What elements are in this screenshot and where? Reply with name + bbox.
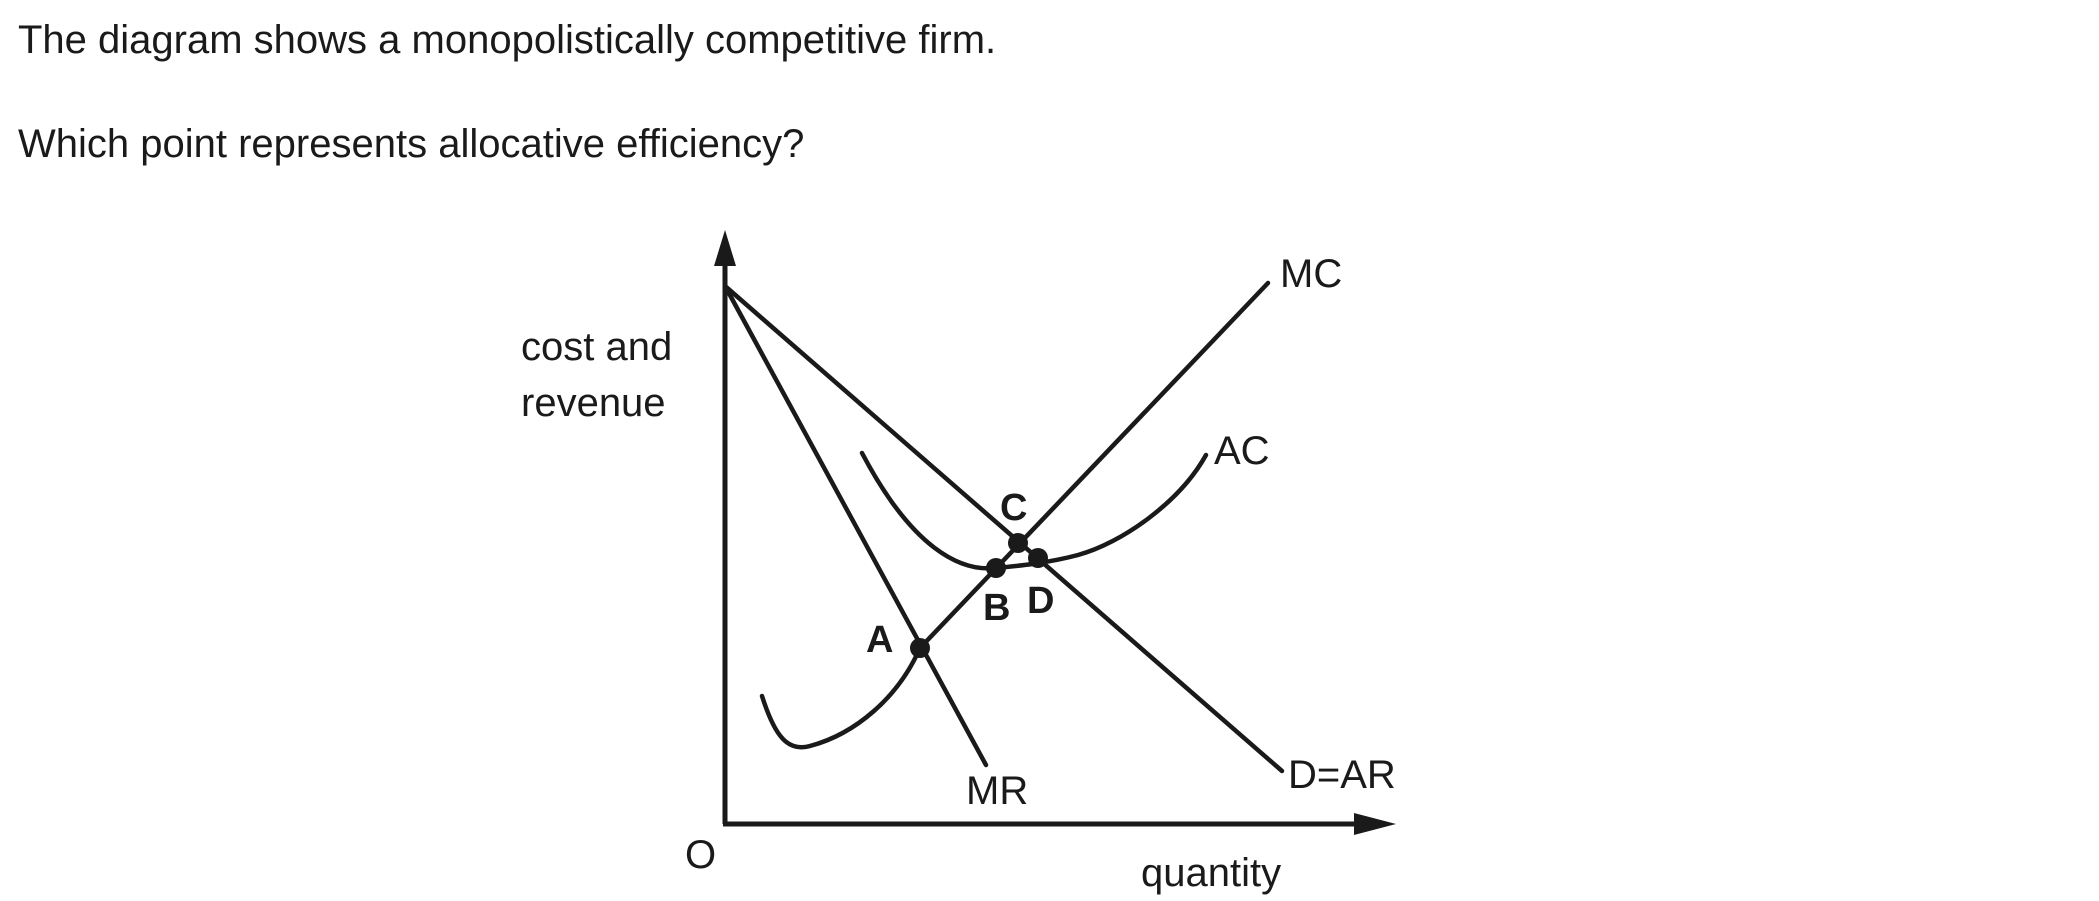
point-c-marker xyxy=(1008,533,1028,553)
point-b-marker xyxy=(986,558,1006,578)
demand-ar-curve xyxy=(722,283,1285,774)
point-d-marker xyxy=(1028,548,1048,568)
point-a-marker xyxy=(910,638,930,658)
point-b-label: B xyxy=(983,587,1010,629)
x-axis-label: quantity xyxy=(1141,851,1281,895)
mc-curve xyxy=(759,280,1271,750)
question-line-1: The diagram shows a monopolistically com… xyxy=(18,18,997,62)
ac-label: AC xyxy=(1214,429,1270,473)
y-axis-arrowhead xyxy=(714,230,736,266)
x-axis-arrowhead xyxy=(1354,813,1396,835)
demand-ar-label: D=AR xyxy=(1288,753,1396,797)
y-axis-label-line-1: cost and xyxy=(521,325,672,369)
question-line-2: Which point represents allocative effici… xyxy=(18,122,805,166)
point-a-label: A xyxy=(866,619,893,661)
point-d-label: D xyxy=(1027,580,1054,622)
point-c-label: C xyxy=(1000,487,1027,529)
mc-label: MC xyxy=(1280,252,1342,296)
ac-curve xyxy=(859,450,1209,571)
mr-curve xyxy=(722,283,989,768)
y-axis-label-line-2: revenue xyxy=(521,381,666,425)
mr-label: MR xyxy=(966,769,1028,813)
origin-label: O xyxy=(685,833,716,877)
